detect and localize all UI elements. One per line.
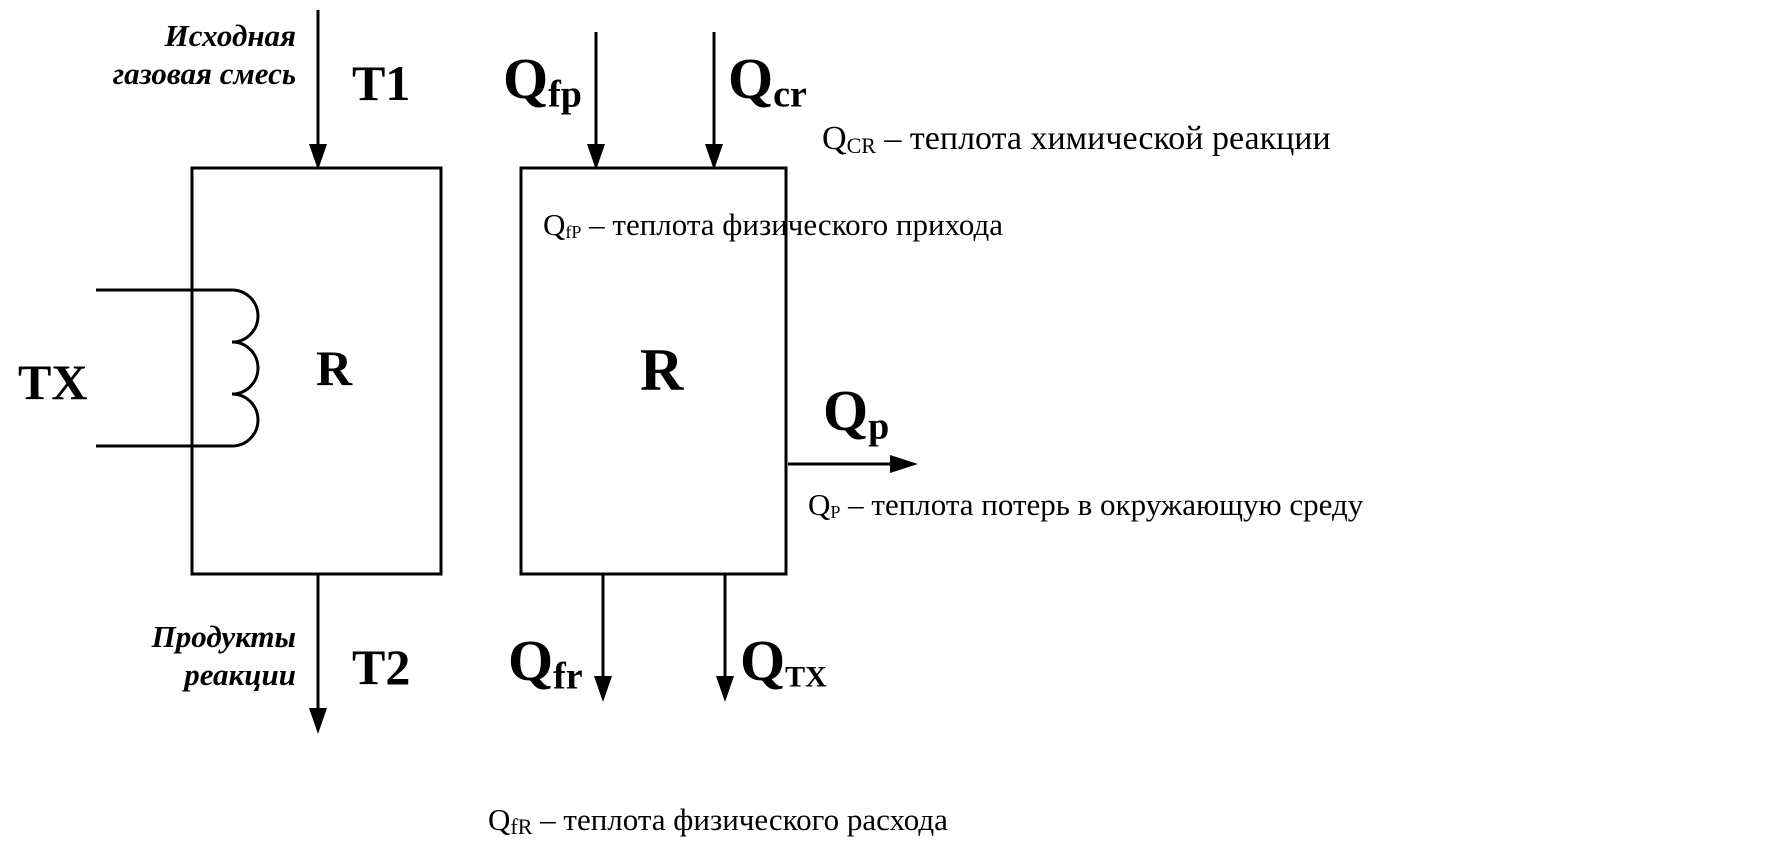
- q-cr-arrowhead: [705, 144, 723, 170]
- q-p-description: QP – теплота потерь в окружающую среду: [808, 487, 1364, 523]
- q-fp-arrowhead: [587, 144, 605, 170]
- q-p-symbol: Qp: [823, 378, 890, 448]
- heat-exchanger-coil: [96, 288, 260, 448]
- q-cr-description: QCR – теплота химической реакции: [822, 120, 1331, 158]
- q-tx-arrowhead: [716, 676, 734, 702]
- outlet-label: Продукты реакции: [151, 619, 296, 692]
- left-reactor-label: R: [316, 340, 353, 396]
- right-reactor-label: R: [640, 337, 684, 403]
- q-p-arrowhead: [890, 455, 918, 473]
- q-fr-symbol: Qfr: [508, 628, 583, 698]
- t2-label: T2: [352, 639, 411, 695]
- right-reactor-box: [519, 166, 788, 576]
- q-fr-arrowhead: [594, 676, 612, 702]
- q-fp-symbol: Qfp: [503, 46, 582, 116]
- t1-label: T1: [352, 55, 411, 111]
- q-fp-description: QfP – теплота физического прихода: [543, 207, 1004, 243]
- q-cr-symbol: Qcr: [728, 46, 807, 116]
- outlet-arrowhead: [309, 708, 327, 734]
- q-tx-symbol: QTX: [740, 628, 827, 694]
- q-fr-description: QfR – теплота физического расхода: [488, 802, 948, 839]
- heat-exchanger-label: TX: [18, 354, 88, 410]
- inlet-arrowhead: [309, 144, 327, 170]
- inlet-label: Исходная газовая смесь: [112, 18, 296, 91]
